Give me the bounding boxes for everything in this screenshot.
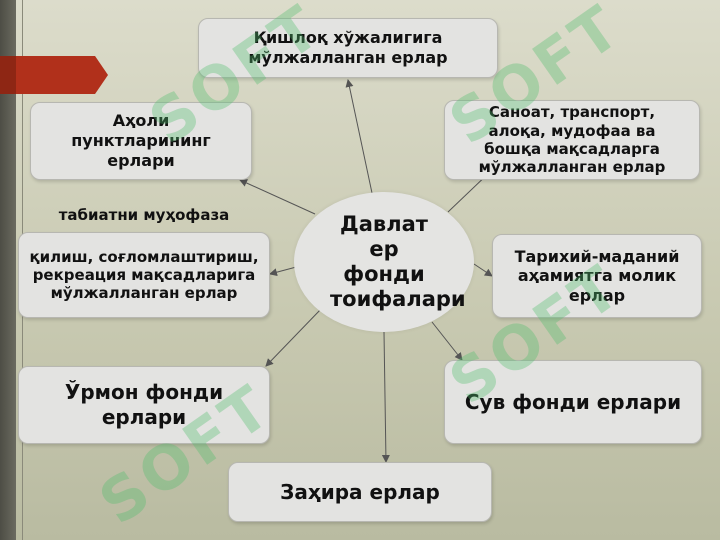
left-decor-strip	[0, 0, 16, 540]
node-nature-label: қилиш, соғломлаштириш, рекреация мақсадл…	[29, 248, 259, 302]
node-forest-label: Ўрмон фонди ерлари	[64, 380, 224, 429]
arrow-to-forest	[265, 307, 323, 367]
node-heritage-lands: Тарихий-маданий аҳамиятга молик ерлар	[492, 234, 702, 318]
arrow-to-settlements	[239, 179, 316, 215]
arrow-to-water	[431, 321, 463, 361]
center-node-label: Давлат ер фонди тоифалари	[330, 212, 466, 311]
node-agri-label: Қишлоқ хўжалигига мўлжалланган ерлар	[248, 28, 448, 67]
node-nature-lands: қилиш, соғломлаштириш, рекреация мақсадл…	[18, 232, 270, 318]
node-reserve-label: Заҳира ерлар	[280, 480, 440, 504]
node-nature-heading: табиатни муҳофаза	[58, 206, 230, 224]
center-node: Давлат ер фонди тоифалари	[294, 192, 474, 332]
node-agri-lands: Қишлоқ хўжалигига мўлжалланган ерлар	[198, 18, 498, 78]
node-settlements-label: Аҳоли пунктларининг ерлари	[71, 111, 211, 170]
accent-arrow-shape	[0, 56, 108, 94]
node-water-lands: Сув фонди ерлари	[444, 360, 702, 444]
arrow-to-reserve	[381, 331, 390, 463]
node-reserve-lands: Заҳира ерлар	[228, 462, 492, 522]
node-settlement-lands: Аҳоли пунктларининг ерлари	[30, 102, 252, 180]
arrow-to-agri	[345, 79, 373, 194]
node-heritage-label: Тарихий-маданий аҳамиятга молик ерлар	[514, 247, 680, 305]
arrow-to-heritage	[473, 263, 493, 277]
node-forest-lands: Ўрмон фонди ерлари	[18, 366, 270, 444]
node-water-label: Сув фонди ерлари	[464, 389, 682, 414]
node-industry-lands: Саноат, транспорт, алоқа, мудофаа ва бош…	[444, 100, 700, 180]
node-industry-label: Саноат, транспорт, алоқа, мудофаа ва бош…	[478, 103, 666, 177]
